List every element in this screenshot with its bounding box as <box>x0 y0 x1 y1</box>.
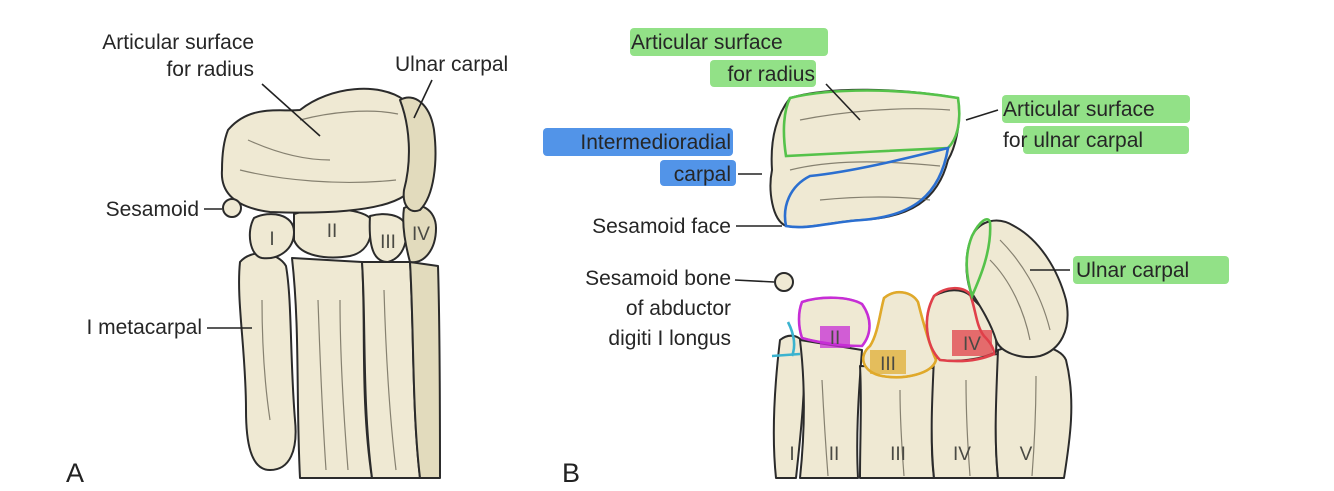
panel-a-numeral-iv: IV <box>412 224 430 245</box>
panel-b-carpal-numeral-ii: II <box>830 328 841 349</box>
panel-b-illustration <box>769 88 1073 479</box>
panel-a-carpal-iii <box>368 213 408 263</box>
panel-b-label-sesamoid-bone-3: digiti I longus <box>608 327 731 350</box>
panel-b-label-intermedioradial-2: carpal <box>674 163 731 186</box>
panel-b-carpal-numeral-iv: IV <box>963 334 981 355</box>
panel-b-metacarpal-numeral-i: I <box>789 444 794 465</box>
panel-b-label-sesamoid-face: Sesamoid face <box>592 215 731 238</box>
panel-b-label-intermedioradial-1: Intermedioradial <box>580 131 731 154</box>
panel-b-label-articular-radius-1: Articular surface <box>631 31 783 54</box>
panel-a-numeral-ii: II <box>327 221 338 242</box>
panel-b-metacarpal-numeral-iii: III <box>890 444 906 465</box>
panel-a-intermedioradial-carpal <box>220 87 414 214</box>
panel-a-label-sesamoid: Sesamoid <box>106 198 199 221</box>
panel-b-letter: B <box>562 458 580 488</box>
panel-a-letter: A <box>66 458 84 488</box>
panel-b-label-articular-ulnar-1: Articular surface <box>1003 98 1155 121</box>
highlight-intermedioradial-line1 <box>543 128 733 156</box>
panel-b-label-articular-radius-2: for radius <box>727 63 815 86</box>
highlight-articular-radius-line2 <box>710 60 816 87</box>
highlight-articular-ulnar-line2 <box>1023 126 1189 154</box>
panel-b-metacarpal-numeral-v: V <box>1020 444 1033 465</box>
panel-a-carpal-iv <box>402 204 437 264</box>
panel-b-label-articular-ulnar-2: for ulnar carpal <box>1003 129 1143 152</box>
panel-a-numeral-iii: III <box>380 232 396 253</box>
outline-carpal-iii <box>861 290 938 379</box>
panel-a-numeral-i: I <box>269 229 274 250</box>
outline-metacarpal-i-facet <box>771 321 801 358</box>
panel-a-label-articular-radius-2: for radius <box>166 58 254 81</box>
panel-a-leader-ulnar-carpal <box>413 79 433 119</box>
panel-b-leader-articular-ulnar <box>965 109 999 121</box>
panel-a-carpal-i <box>248 213 295 260</box>
panel-b-leader-articular-radius <box>825 83 861 121</box>
panel-b-label-sesamoid-bone-2: of abductor <box>626 297 731 320</box>
numeral-box-carpal-iv <box>952 330 992 356</box>
panel-b-sesamoid-bone <box>774 272 794 292</box>
highlight-articular-radius-line1 <box>630 28 828 56</box>
highlight-ulnar-carpal <box>1073 256 1229 284</box>
panel-a-label-metacarpal-i: I metacarpal <box>86 316 202 339</box>
panel-b-leader-sesamoid-bone <box>734 279 775 283</box>
highlight-intermedioradial-line2 <box>660 160 736 186</box>
outline-ulnar-carpal-facet <box>965 218 992 300</box>
panel-b-intermedioradial-carpal <box>769 88 961 229</box>
panel-b-label-articular-ulnar-2-highlight: r ulnar carpal <box>1021 129 1144 152</box>
outline-intermedioradial-sesamoid-face <box>783 146 950 229</box>
panel-b-metacarpal-i <box>772 334 806 479</box>
outline-carpal-iv <box>925 286 996 363</box>
panel-a-sesamoid-bone <box>222 198 242 218</box>
panel-a-label-ulnar-carpal: Ulnar carpal <box>395 53 508 76</box>
panel-b-label-ulnar-carpal: Ulnar carpal <box>1076 259 1189 282</box>
panel-a-label-articular-radius-1: Articular surface <box>102 31 254 54</box>
numeral-box-carpal-iii <box>870 350 906 374</box>
panel-b-label-sesamoid-bone-1: Sesamoid bone <box>585 267 731 290</box>
panel-a-metacarpal-i <box>238 252 297 471</box>
panel-a-leader-articular-radius <box>261 83 321 137</box>
panel-b-label-articular-ulnar-2-prefix: fo <box>1003 129 1021 152</box>
highlight-articular-ulnar-line1 <box>1002 95 1190 123</box>
panel-b-metacarpal-numeral-iv: IV <box>953 444 971 465</box>
outline-carpal-ii <box>797 296 871 348</box>
panel-b-metacarpal-numeral-ii: II <box>829 444 840 465</box>
panel-a-metacarpal-iv <box>409 261 441 479</box>
panel-a-metacarpal-ii <box>291 257 373 479</box>
numeral-box-carpal-ii <box>820 326 850 348</box>
panel-a-ulnar-carpal <box>399 96 437 212</box>
panel-b-metacarpal-ii <box>799 339 863 479</box>
panel-a-illustration <box>220 87 441 479</box>
panel-b-carpal-numeral-iii: III <box>880 354 896 375</box>
